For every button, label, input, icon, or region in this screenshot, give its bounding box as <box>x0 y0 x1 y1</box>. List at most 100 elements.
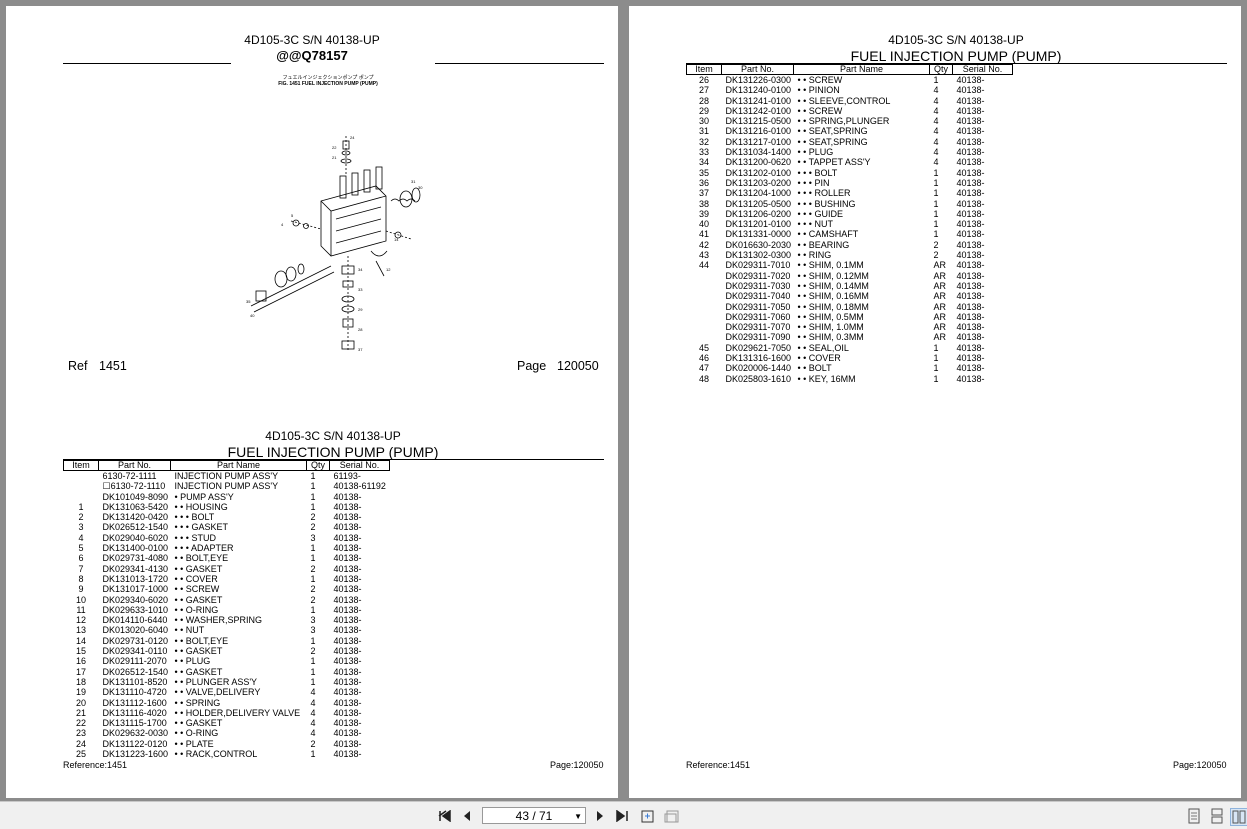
cell-serial-no: 40138- <box>333 738 362 749</box>
cell-item: 19 <box>75 687 86 698</box>
last-page-icon[interactable] <box>614 808 630 824</box>
table-left-rule <box>63 459 604 460</box>
cell-serial-no: 40138- <box>333 666 362 677</box>
cell-qty: 1 <box>933 342 939 353</box>
cell-part-no: DK029731-4080 <box>102 553 169 564</box>
cell-item <box>687 281 722 291</box>
cell-item: 2 <box>78 512 84 523</box>
cell-serial-no: 40138- <box>333 553 362 564</box>
cell-serial-no: 40138- <box>333 635 362 646</box>
cell-part-no: DK131063-5420 <box>102 501 169 512</box>
cell-serial-no: 40138- <box>956 126 985 137</box>
cell-part-name: • • • NUT <box>797 219 833 230</box>
cell-part-name: • • SHIM, 0.3MM <box>797 332 864 343</box>
cell-part-name: • • GASKET <box>174 646 223 657</box>
cell-part-name: • • SCREW <box>797 105 843 116</box>
cell-item: 34 <box>698 157 709 168</box>
prev-page-icon[interactable] <box>459 808 475 824</box>
cell-qty: 4 <box>310 718 316 729</box>
cell-serial-no: 40138- <box>333 491 362 502</box>
cell-part-no: DK131202-0100 <box>725 167 792 178</box>
cell-qty: 1 <box>933 363 939 374</box>
cell-part-no: DK131216-0100 <box>725 126 792 137</box>
cell-item: 44 <box>698 260 709 271</box>
cell-item <box>687 312 722 322</box>
cell-part-no: DK131115-1700 <box>102 718 167 729</box>
continuous-view-icon[interactable] <box>1209 808 1225 824</box>
cell-part-no: DK131223-1600 <box>102 749 169 760</box>
cell-item: 39 <box>698 208 709 219</box>
cell-qty: 1 <box>310 604 316 615</box>
cell-part-name: • • SCREW <box>174 584 220 595</box>
cell-qty: AR <box>933 322 947 333</box>
cell-part-no: DK131101-8520 <box>102 676 168 687</box>
cell-qty: 4 <box>310 697 316 708</box>
cell-part-name: • • • ADAPTER <box>174 543 234 554</box>
parts-table-right: Item Part No. Part Name Qty Serial No. 2… <box>686 64 1013 384</box>
cell-item <box>687 302 722 312</box>
chevron-down-icon[interactable]: ▼ <box>574 812 582 821</box>
caption-en: FIG. 1451 FUEL INJECTION PUMP (PUMP) <box>278 81 378 87</box>
cell-item: 38 <box>698 198 709 209</box>
cell-part-no: DK029311-7030 <box>725 280 791 291</box>
col-item: Item <box>686 64 722 75</box>
cell-part-name: • • SLEEVE,CONTROL <box>797 95 891 106</box>
cell-item: 48 <box>698 373 709 384</box>
cell-serial-no: 40138- <box>333 604 362 615</box>
svg-text:21: 21 <box>332 155 337 160</box>
cell-qty: 4 <box>933 157 939 168</box>
cell-item: 20 <box>75 697 86 708</box>
cell-item <box>687 271 722 281</box>
cell-item: 10 <box>75 594 86 605</box>
col-part-name: Part Name <box>793 64 930 75</box>
cell-qty: 4 <box>933 126 939 137</box>
cell-qty: 2 <box>310 522 316 533</box>
cell-item: 1 <box>78 501 84 512</box>
single-page-view-icon[interactable] <box>1186 808 1202 824</box>
pdf-page-left: 4D105-3C S/N 40138-UP @@Q78157 フュエルインジェク… <box>6 6 618 798</box>
page-number-input[interactable]: 43 / 71 ▼ <box>482 807 586 824</box>
cell-part-name: • • RACK,CONTROL <box>174 749 258 760</box>
footer-reference: Reference:1451 <box>63 760 128 770</box>
table-left-title2: FUEL INJECTION PUMP (PUMP) <box>227 444 439 460</box>
svg-text:14: 14 <box>394 237 399 242</box>
next-page-icon[interactable] <box>592 808 608 824</box>
fit-width-icon[interactable] <box>664 808 680 824</box>
cell-item: 14 <box>75 635 86 646</box>
cell-part-no: DK131217-0100 <box>725 136 792 147</box>
cell-part-no: DK029040-6020 <box>102 532 169 543</box>
cell-serial-no: 40138- <box>333 707 362 718</box>
cell-qty: 1 <box>310 501 316 512</box>
footer-page: Page:120050 <box>550 760 604 770</box>
col-serial-no: Serial No. <box>952 64 1013 75</box>
svg-text:40: 40 <box>250 313 255 318</box>
cell-part-no: DK029311-7090 <box>725 332 791 343</box>
cell-qty: 2 <box>933 239 939 250</box>
cell-part-name: • • SHIM, 0.1MM <box>797 260 864 271</box>
cell-qty: 1 <box>310 656 316 667</box>
page-label: Page <box>517 359 547 373</box>
cell-item: 33 <box>698 147 709 158</box>
cell-part-name: • • PLUG <box>174 656 211 667</box>
fit-page-icon[interactable] <box>640 808 656 824</box>
cell-part-no: DK131201-0100 <box>725 219 792 230</box>
cell-serial-no: 40138- <box>333 625 362 636</box>
first-page-icon[interactable] <box>437 808 453 824</box>
cell-part-name: • • BOLT,EYE <box>174 635 229 646</box>
cell-serial-no: 40138- <box>333 697 362 708</box>
facing-view-icon[interactable] <box>1230 808 1247 826</box>
